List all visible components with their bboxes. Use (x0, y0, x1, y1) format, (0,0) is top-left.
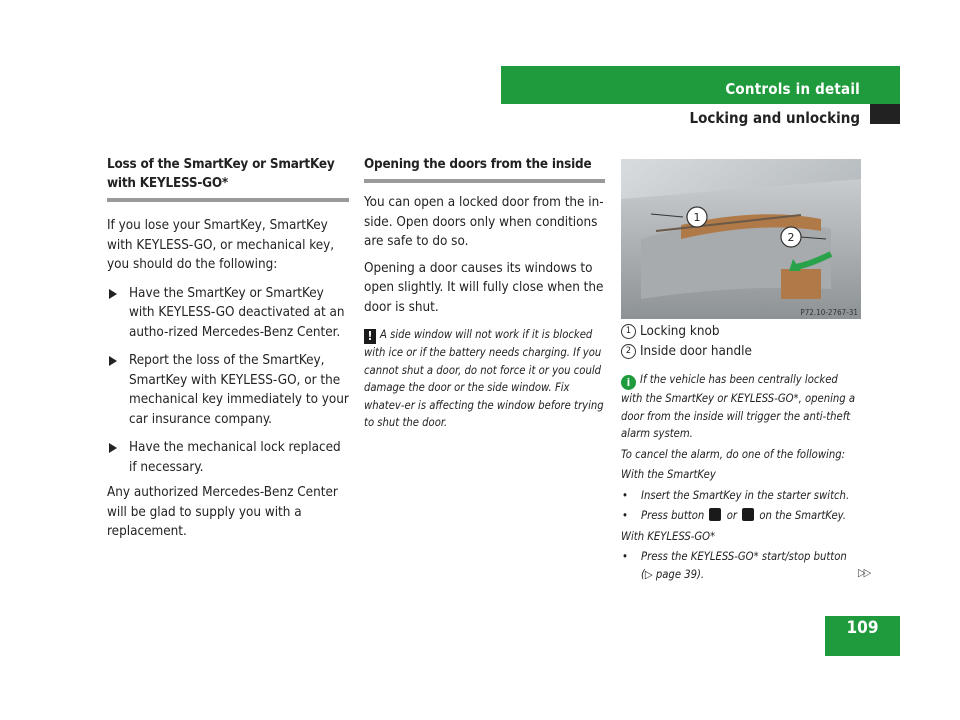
list-item: Insert the SmartKey in the starter switc… (621, 487, 861, 505)
info-text: If the vehicle has been centrally locked… (621, 373, 856, 440)
column-opening-doors: Opening the doors from the inside You ca… (364, 155, 605, 432)
bullet-arrow-icon (109, 443, 117, 453)
continued-marker: ▷▷ (858, 566, 871, 579)
warning-text: A side window will not work if it is blo… (364, 328, 604, 429)
list-item: Have the SmartKey or SmartKey with KEYLE… (107, 284, 349, 343)
cancel-instructions: To cancel the alarm, do one of the follo… (621, 447, 846, 461)
legend-label: Locking knob (640, 324, 720, 339)
subheading-keyless-go: With KEYLESS-GO* (621, 529, 716, 543)
list-item: Report the loss of the SmartKey, SmartKe… (107, 351, 349, 429)
unlock-button-icon (742, 508, 755, 521)
page-number-box (825, 616, 900, 656)
heading-rule (364, 179, 605, 183)
list-item: Have the mechanical lock replaced if nec… (107, 438, 349, 477)
callout-2: 2 (788, 231, 795, 244)
heading-loss-of-key: Loss of the SmartKey or SmartKey with KE… (107, 157, 335, 191)
legend-label: Inside door handle (640, 343, 752, 359)
intro-text: If you lose your SmartKey, SmartKey with… (107, 218, 335, 272)
legend-item: 1 Locking knob (621, 322, 861, 342)
bullet-arrow-icon (109, 288, 117, 299)
list-item: Press the KEYLESS-GO* start/stop button … (621, 548, 861, 583)
legend-item: 2 Inside door handle (621, 342, 861, 362)
warning-icon: ! (364, 329, 376, 344)
door-illustration: 1 2 (621, 159, 861, 319)
paragraph: You can open a locked door from the in-s… (364, 195, 604, 249)
bullet-arrow-icon (109, 356, 117, 366)
section-title: Locking and unlocking (689, 109, 860, 127)
callout-1: 1 (694, 211, 701, 224)
info-icon: i (621, 375, 636, 390)
heading-rule (107, 198, 349, 202)
subheading-smartkey: With the SmartKey (621, 468, 716, 481)
photo-reference: P72.10-2767-31 (800, 308, 858, 317)
closing-text: Any authorized Mercedes-Benz Center will… (107, 485, 338, 539)
door-interior-photo: 1 2 P72.10-2767-31 (621, 159, 861, 319)
legend-number: 2 (621, 343, 636, 359)
list-item: Press button or on the SmartKey. (621, 507, 861, 525)
chapter-title: Controls in detail (725, 80, 860, 98)
chapter-band (501, 66, 900, 104)
paragraph: Opening a door causes its windows to ope… (364, 260, 604, 315)
heading-opening-doors: Opening the doors from the inside (364, 157, 592, 172)
column-loss-of-key: Loss of the SmartKey or SmartKey with KE… (107, 155, 349, 542)
section-tab (870, 104, 900, 124)
warning-note: !A side window will not work if it is bl… (364, 326, 605, 432)
list-item-text: Have the SmartKey or SmartKey with KEYLE… (129, 285, 345, 340)
page-number: 109 (846, 618, 879, 638)
list-item-text: Have the mechanical lock replaced if nec… (129, 440, 341, 475)
lock-button-icon (709, 508, 722, 521)
list-item-text: Report the loss of the SmartKey, SmartKe… (129, 353, 349, 427)
legend-number: 1 (621, 324, 636, 340)
